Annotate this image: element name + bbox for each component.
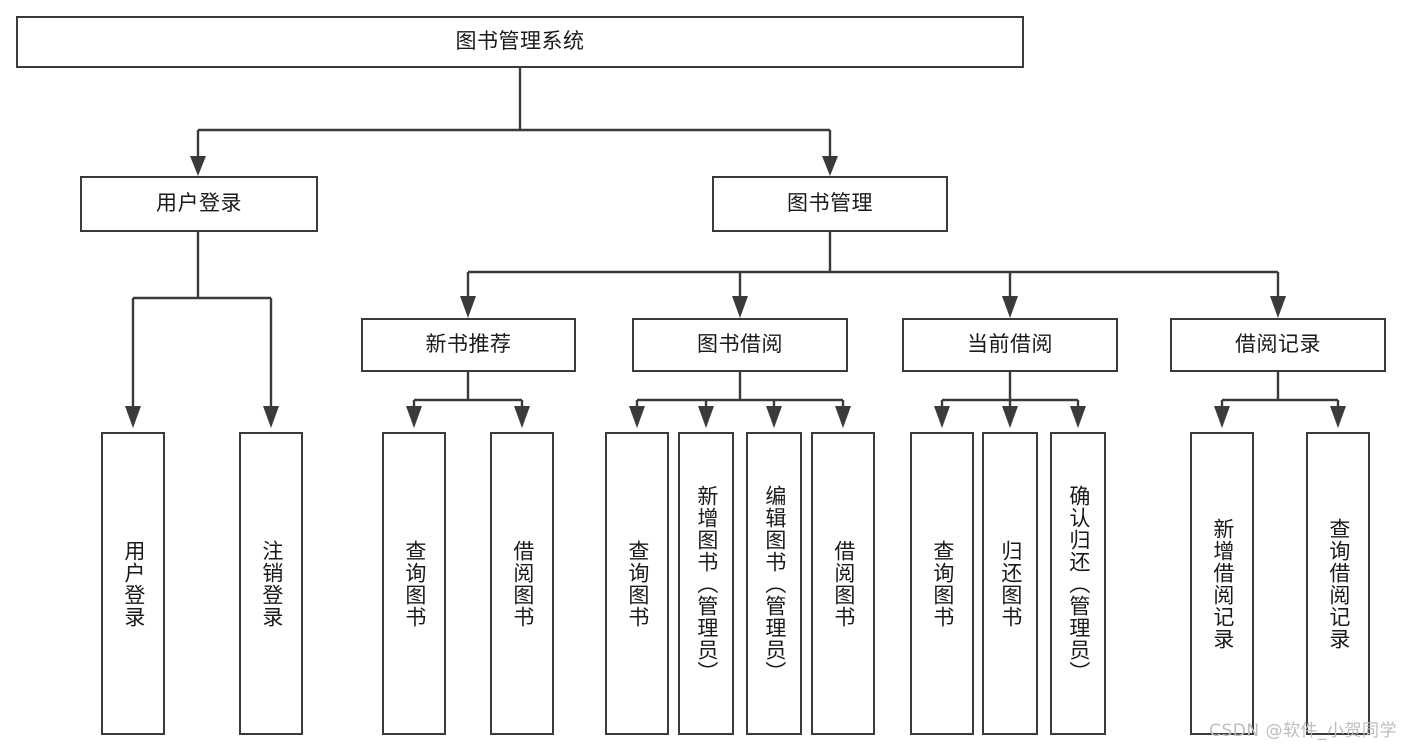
- node-root[interactable]: 图书管理系统: [16, 16, 1024, 68]
- leaf-borrow-book-recommend[interactable]: 借阅图书: [490, 432, 554, 735]
- leaf-return-book-label: 归还图书: [998, 539, 1023, 628]
- leaf-return-book[interactable]: 归还图书: [982, 432, 1038, 735]
- leaf-add-book-admin[interactable]: 新增图书（管理员）: [678, 432, 734, 735]
- leaf-logout-label: 注销登录: [259, 539, 284, 628]
- node-root-label: 图书管理系统: [455, 29, 585, 54]
- node-book-borrow[interactable]: 图书借阅: [632, 318, 848, 372]
- node-current-borrow[interactable]: 当前借阅: [902, 318, 1118, 372]
- leaf-confirm-return-admin[interactable]: 确认归还（管理员）: [1050, 432, 1106, 735]
- leaf-borrow-book-label: 借阅图书: [831, 539, 856, 628]
- node-user-login-label: 用户登录: [156, 191, 242, 216]
- leaf-query-borrow-record[interactable]: 查询借阅记录: [1306, 432, 1370, 735]
- leaf-borrow-book-recommend-label: 借阅图书: [510, 539, 535, 628]
- node-book-management[interactable]: 图书管理: [712, 176, 948, 232]
- leaf-query-book-current-label: 查询图书: [930, 539, 955, 628]
- node-borrow-record[interactable]: 借阅记录: [1170, 318, 1386, 372]
- node-current-borrow-label: 当前借阅: [967, 332, 1053, 357]
- leaf-confirm-return-admin-label: 确认归还（管理员）: [1066, 484, 1091, 683]
- leaf-add-borrow-record-label: 新增借阅记录: [1210, 517, 1235, 650]
- node-new-book-recommend-label: 新书推荐: [425, 332, 512, 357]
- leaf-add-book-admin-label: 新增图书（管理员）: [694, 484, 719, 683]
- leaf-query-book-recommend-label: 查询图书: [402, 539, 427, 628]
- node-borrow-record-label: 借阅记录: [1235, 332, 1321, 357]
- leaf-user-login[interactable]: 用户登录: [101, 432, 165, 735]
- leaf-query-borrow-record-label: 查询借阅记录: [1326, 517, 1351, 650]
- node-book-management-label: 图书管理: [787, 191, 873, 216]
- leaf-user-login-label: 用户登录: [121, 539, 146, 628]
- node-user-login[interactable]: 用户登录: [80, 176, 318, 232]
- leaf-query-book-borrow-label: 查询图书: [625, 539, 650, 628]
- leaf-edit-book-admin[interactable]: 编辑图书（管理员）: [746, 432, 802, 735]
- leaf-borrow-book[interactable]: 借阅图书: [811, 432, 875, 735]
- leaf-edit-book-admin-label: 编辑图书（管理员）: [762, 484, 787, 683]
- leaf-add-borrow-record[interactable]: 新增借阅记录: [1190, 432, 1254, 735]
- leaf-query-book-recommend[interactable]: 查询图书: [382, 432, 446, 735]
- leaf-query-book-borrow[interactable]: 查询图书: [605, 432, 669, 735]
- node-book-borrow-label: 图书借阅: [697, 332, 783, 357]
- csdn-watermark: CSDN @软件_小贺同学: [1209, 721, 1397, 741]
- node-new-book-recommend[interactable]: 新书推荐: [361, 318, 576, 372]
- leaf-query-book-current[interactable]: 查询图书: [910, 432, 974, 735]
- leaf-logout[interactable]: 注销登录: [239, 432, 303, 735]
